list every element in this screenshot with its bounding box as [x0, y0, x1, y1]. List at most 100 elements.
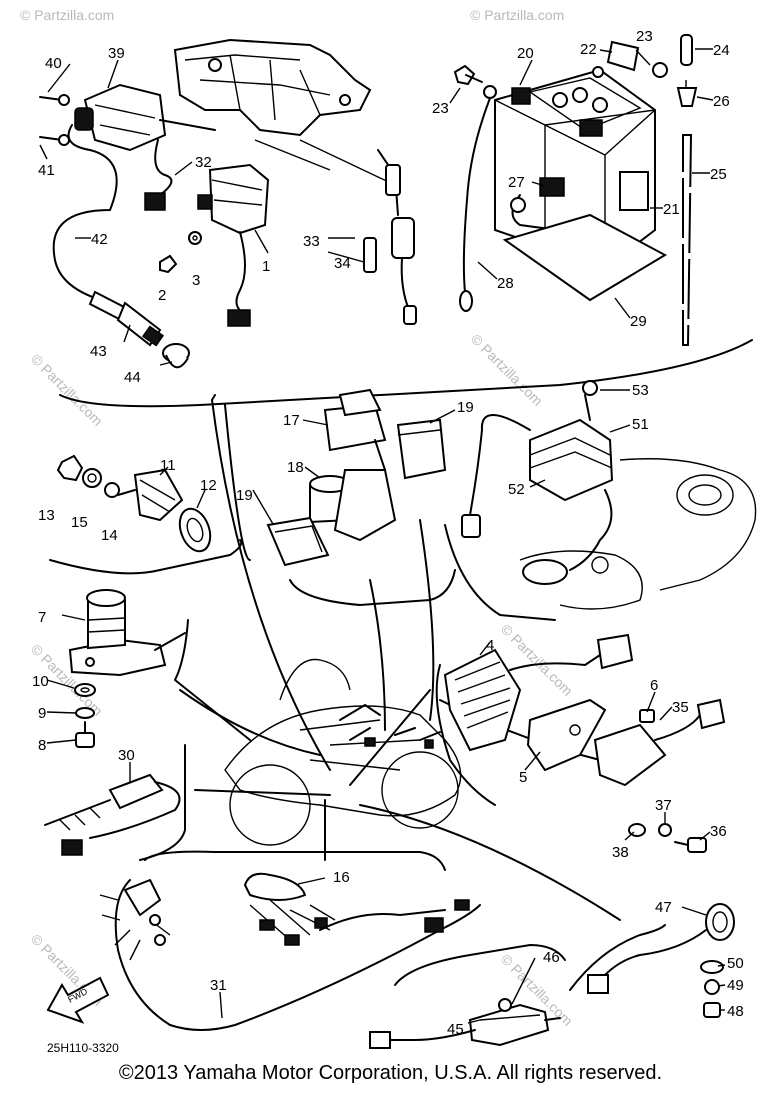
callout-43: 43 [90, 343, 107, 360]
callout-5: 5 [519, 769, 527, 786]
watermark: © Partzilla.com [470, 7, 564, 23]
callout-33: 33 [303, 233, 320, 250]
diagram-code: 25H110-3320 [47, 1041, 119, 1055]
sensor-group-border [444, 524, 556, 621]
watermarks: © Partzilla.com © Partzilla.com © Partzi… [20, 7, 576, 1029]
callout-39: 39 [108, 45, 125, 62]
main-switch [56, 454, 212, 553]
washer-50 [700, 960, 724, 974]
callout-8: 8 [38, 737, 46, 754]
switch-47-border [569, 924, 666, 991]
callout-37: 37 [655, 797, 672, 814]
callout-41: 41 [38, 162, 55, 179]
ignition-cord [52, 124, 118, 299]
washer-9 [75, 707, 95, 719]
watermark: © Partzilla.com [20, 7, 114, 23]
callout-53: 53 [632, 382, 649, 399]
wire-harness [99, 872, 481, 1031]
callout-7: 7 [38, 609, 46, 626]
bolt-6 [639, 709, 655, 723]
callout-32: 32 [195, 154, 212, 171]
callout-22: 22 [580, 41, 597, 58]
breather-pipe [676, 34, 698, 346]
callout-3: 3 [192, 272, 200, 289]
watermark: © Partzilla.com [468, 331, 546, 409]
callout-6: 6 [650, 677, 658, 694]
callout-42: 42 [91, 231, 108, 248]
callout-labels: 1 2 3 4 5 6 7 8 9 10 11 12 13 14 15 16 1… [32, 28, 744, 1038]
rectifier-regulator [443, 633, 634, 752]
callout-13: 13 [38, 507, 55, 524]
relay-group-border [174, 619, 251, 741]
fuse-holder [363, 149, 417, 325]
brake-switch-border [394, 944, 566, 986]
regulator-group-border [435, 664, 496, 806]
callout-11: 11 [160, 457, 176, 474]
watermark: © Partzilla.com [28, 351, 106, 429]
callout-1: 1 [262, 258, 270, 275]
callout-45: 45 [447, 1021, 464, 1038]
callout-38: 38 [612, 844, 629, 861]
callout-19: 19 [236, 487, 253, 504]
copyright-notice: ©2013 Yamaha Motor Corporation, U.S.A. A… [118, 1062, 663, 1084]
switch-group-border [49, 539, 243, 575]
frame-bracket [173, 38, 396, 186]
callout-9: 9 [38, 705, 46, 722]
leader-lines [39, 48, 726, 1024]
callout-51: 51 [632, 416, 649, 433]
callout-17: 17 [283, 412, 300, 429]
plug-cap [88, 290, 165, 347]
relay-group-border [289, 569, 456, 606]
callout-36: 36 [710, 823, 727, 840]
connector-lines [179, 399, 621, 921]
callout-27: 27 [508, 174, 525, 191]
callout-19b: 19 [457, 399, 474, 416]
starter-relay [68, 589, 186, 677]
callout-49: 49 [727, 977, 744, 994]
washer-10 [74, 683, 96, 697]
callout-18: 18 [287, 459, 304, 476]
callout-50: 50 [727, 955, 744, 972]
callout-10: 10 [32, 673, 49, 690]
callout-23b: 23 [636, 28, 653, 45]
callout-34: 34 [334, 255, 351, 272]
callout-2: 2 [158, 287, 166, 304]
callout-29: 29 [630, 313, 647, 330]
bolt-23b [652, 62, 668, 78]
nut-2 [159, 254, 178, 274]
middle-divider [224, 404, 251, 561]
bolt-48 [703, 1002, 721, 1018]
callout-14: 14 [101, 527, 118, 544]
battery-mat [502, 213, 668, 302]
callout-30: 30 [118, 747, 135, 764]
top-section-boundary [59, 339, 753, 408]
callout-21: 21 [663, 201, 680, 218]
callout-28: 28 [497, 275, 514, 292]
callout-40: 40 [45, 55, 62, 72]
callout-47: 47 [655, 899, 672, 916]
relay-group [266, 388, 447, 567]
washer-37 [658, 823, 672, 837]
ignition-coil [74, 83, 216, 152]
callout-25: 25 [710, 166, 727, 183]
callout-23: 23 [432, 100, 449, 117]
callout-31: 31 [210, 977, 227, 994]
callout-15: 15 [71, 514, 88, 531]
washer-3 [188, 231, 202, 245]
plug-cover [162, 343, 190, 369]
diagram-canvas: © Partzilla.com © Partzilla.com © Partzi… [20, 7, 757, 1055]
brake-switch [369, 998, 561, 1049]
motorcycle-outline [224, 658, 462, 846]
relay-assembly [144, 139, 270, 327]
harness-group-border [144, 850, 446, 871]
callout-35: 35 [672, 699, 689, 716]
callout-20: 20 [517, 45, 534, 62]
callout-4: 4 [486, 637, 494, 654]
callout-12: 12 [200, 477, 217, 494]
bolt-36 [674, 837, 707, 853]
regulator-bracket [526, 698, 607, 772]
callout-52: 52 [508, 481, 525, 498]
sensor-group [461, 380, 757, 610]
switch-47 [587, 903, 735, 994]
